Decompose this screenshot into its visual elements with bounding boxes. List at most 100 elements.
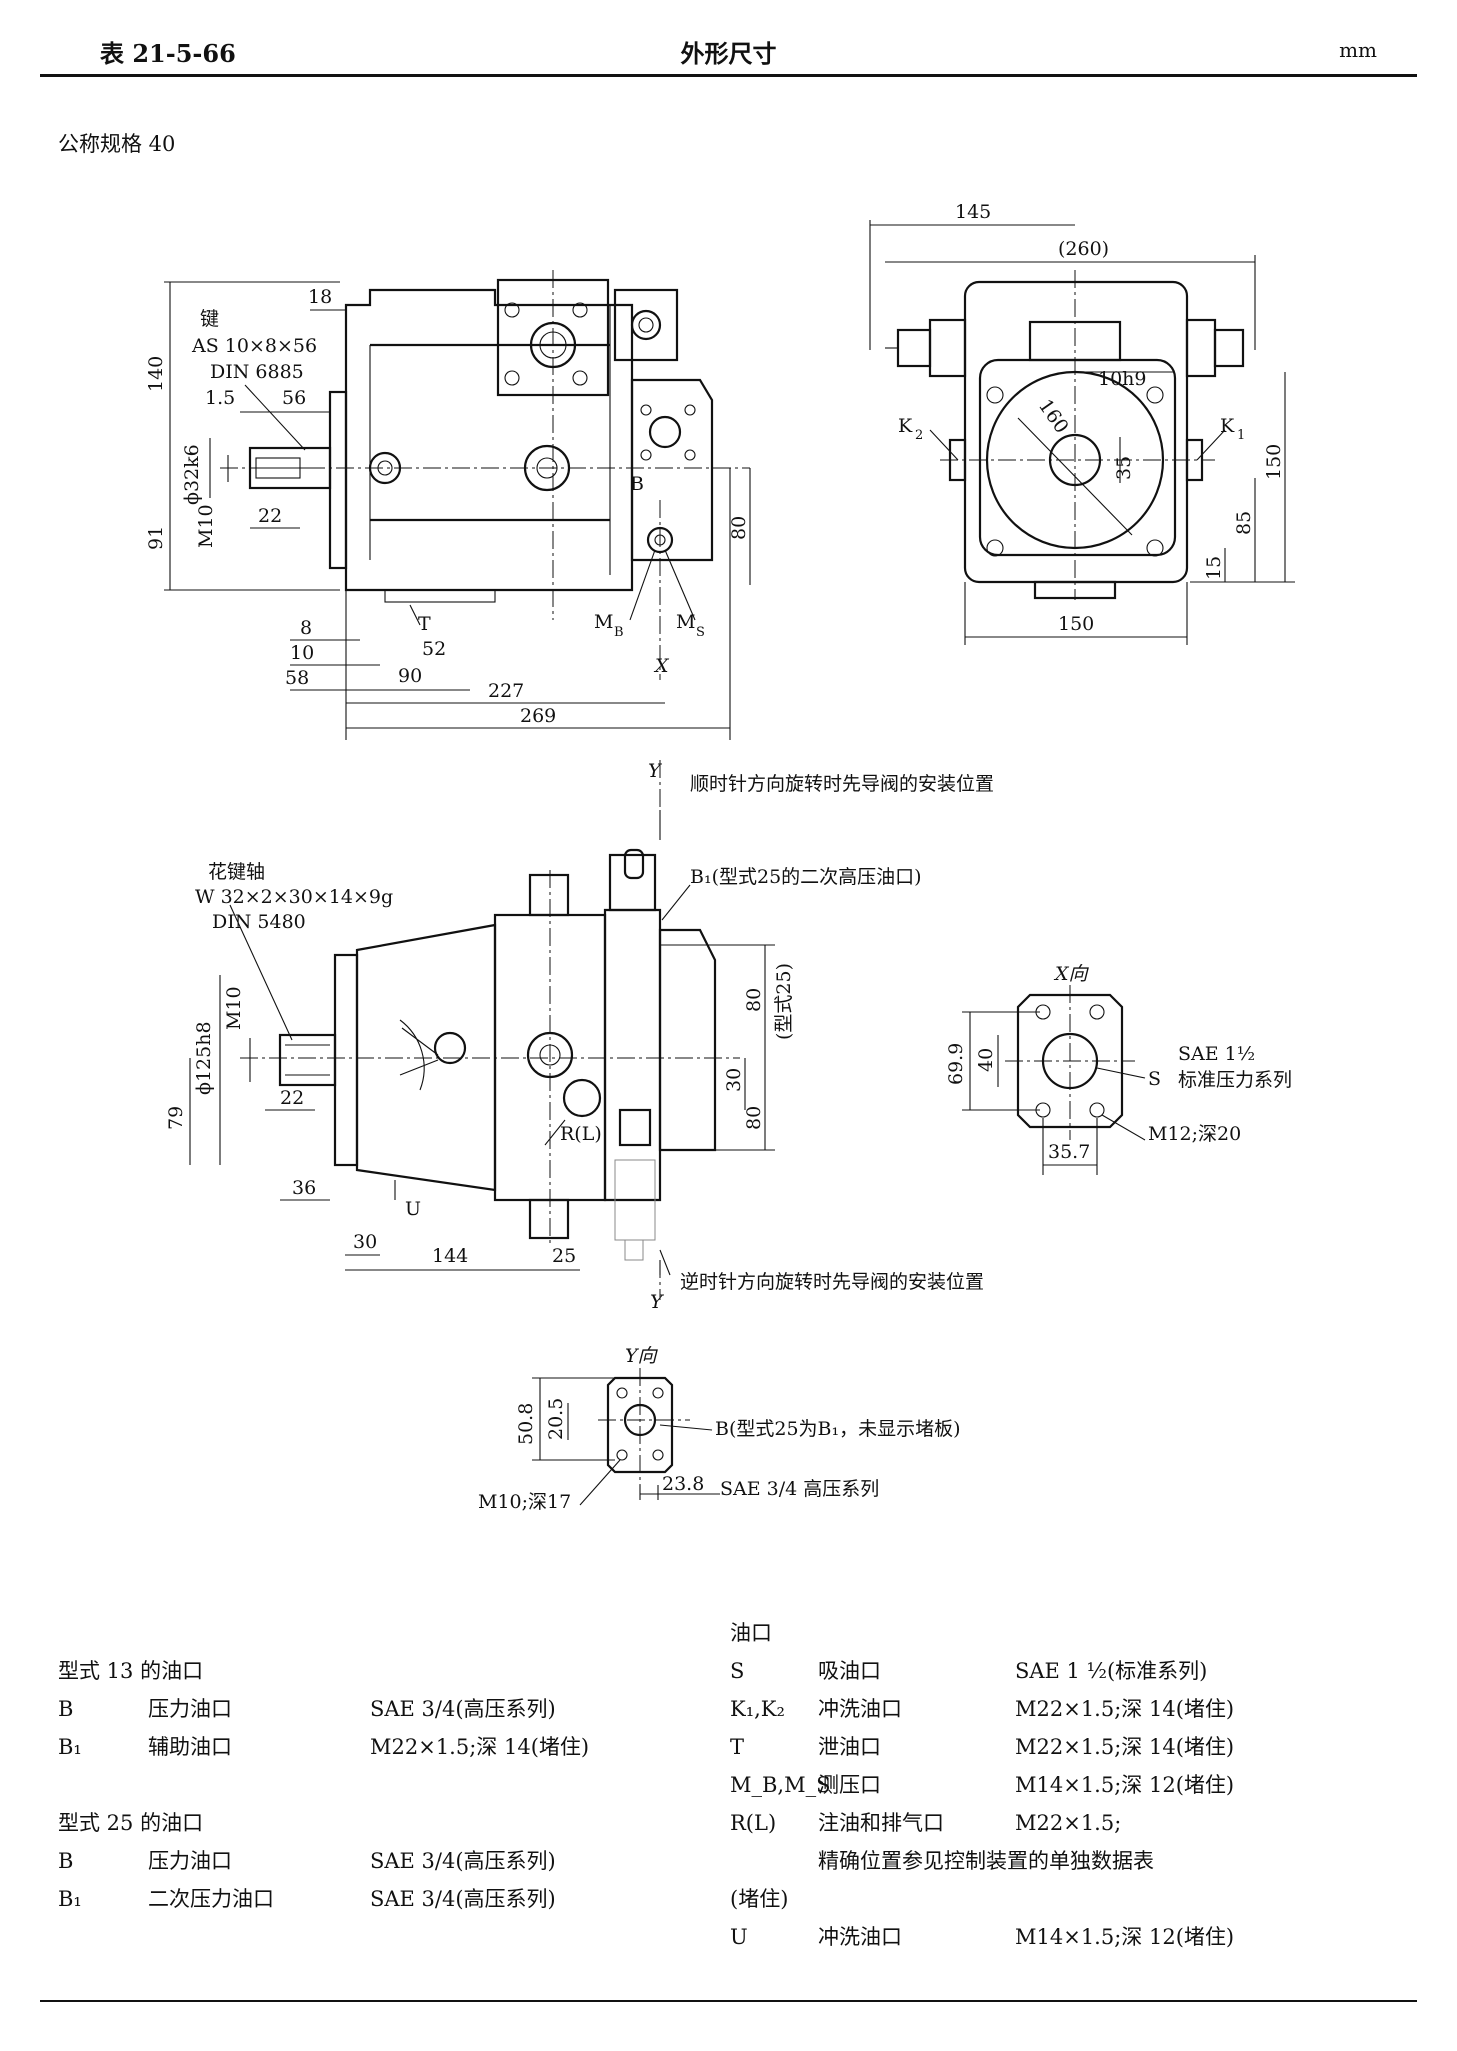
dim-40: 40 [975,1048,997,1072]
type25-note: (型式25) [773,963,795,1040]
dim-30-side: 30 [723,1068,745,1092]
dim-80-top: 80 [743,988,765,1012]
dim-269: 269 [520,705,556,727]
port-code: T [730,1735,745,1759]
port-name: 压力油口 [148,1697,232,1721]
y-b-note: B(型式25为B₁，未显示堵板) [715,1418,961,1440]
dim-15: 15 [1203,556,1225,580]
table-header: 表 21-5-66 外形尺寸 mm [40,30,1417,77]
port-spec: M22×1.5;深 14(堵住) [370,1735,590,1759]
dim-150-v: 150 [1263,444,1285,480]
table-number: 表 21-5-66 [100,39,236,68]
port-spec: SAE 3/4(高压系列) [370,1849,556,1873]
port-name: 注油和排气口 [818,1811,944,1835]
y-view-drawing [532,1368,720,1506]
port-mb-sub: B [614,625,624,640]
port-ms-label: M [676,611,695,633]
port-spec: M14×1.5;深 12(堵住) [1015,1925,1235,1949]
port-k1-label: K [1220,415,1235,437]
port-name: 辅助油口 [148,1735,232,1759]
dim-22: 22 [258,505,282,527]
y-view-title: Y向 [625,1345,659,1367]
table-row: R(L) 注油和排气口 M22×1.5; [730,1804,1420,1842]
port-name: 测压口 [818,1773,881,1797]
port-s-label: S [1148,1068,1161,1090]
x-view-drawing [962,985,1146,1175]
dim-23-8: 23.8 [662,1473,704,1495]
dim-227: 227 [488,680,524,702]
spline-view-labels: 花键轴 W 32×2×30×14×9g DIN 5480 Y 顺时针方向旋转时先… [165,760,994,1313]
key-spec: AS 10×8×56 [191,335,317,357]
dim-80: 80 [728,516,750,540]
dim-30-spline: 30 [353,1231,377,1253]
port-spec: M22×1.5;深 14(堵住) [1015,1697,1235,1721]
dim-260: (260) [1058,238,1109,260]
dim-10: 10 [290,642,314,664]
dim-18: 18 [308,286,332,308]
footer-rule [40,2000,1417,2002]
y-marker-bottom: Y [650,1291,665,1313]
dim-m10: M10 [195,504,217,548]
port-spec: SAE 3/4(高压系列) [370,1887,556,1911]
front-view-labels: 145 (260) 10h9 160 K 2 K 1 35 150 85 15 … [898,201,1285,635]
port-k1-sub: 1 [1237,428,1245,443]
dim-m10-spline: M10 [223,986,245,1030]
port-code: M_B,M_S [730,1773,831,1797]
x-sae-series: 标准压力系列 [1178,1069,1292,1091]
plugged-note: (堵住) [730,1887,789,1911]
port-code: S [730,1659,745,1683]
dim-140: 140 [145,356,167,392]
cw-pilot-position: 顺时针方向旋转时先导阀的安装位置 [690,773,994,795]
b1-port-note: B₁(型式25的二次高压油口) [690,866,922,888]
port-name: 泄油口 [818,1735,881,1759]
y-view-labels: Y向 50.8 20.5 23.8 B(型式25为B₁，未显示堵板) M10;深… [478,1345,961,1513]
left-port-table: 型式 13 的油口 B 压力油口 SAE 3/4(高压系列) B₁ 辅助油口 M… [58,1652,698,1918]
port-k2-label: K [898,415,913,437]
dim-pilot-dia: ϕ125h8 [193,1021,215,1095]
table-row: B 压力油口 SAE 3/4(高压系列) [58,1690,698,1728]
dim-20-5: 20.5 [545,1398,567,1440]
nominal-size: 公称规格 40 [58,132,176,156]
spline-label: 花键轴 [208,861,265,883]
spline-standard: DIN 5480 [212,911,306,933]
x-view-title: X向 [1053,963,1090,985]
port-u-label: U [405,1198,421,1220]
unit-label: mm [1339,38,1377,62]
dim-shaft-dia: ϕ32k6 [181,444,203,505]
control-note: 精确位置参见控制装置的单独数据表 [818,1849,1154,1873]
front-view-drawing [869,220,1295,645]
x-thread: M12;深20 [1148,1123,1241,1145]
spline-spec: W 32×2×30×14×9g [195,886,393,908]
dim-56: 56 [282,387,306,409]
table-row: K₁,K₂ 冲洗油口 M22×1.5;深 14(堵住) [730,1690,1420,1728]
dim-150-h: 150 [1058,613,1094,635]
key-label: 键 [200,308,219,330]
dim-80-bottom: 80 [743,1106,765,1130]
table-row: M_B,M_S 测压口 M14×1.5;深 12(堵住) [730,1766,1420,1804]
table-row: U 冲洗油口 M14×1.5;深 12(堵住) [730,1918,1420,1956]
port-name: 吸油口 [818,1659,881,1683]
port-name: 二次压力油口 [148,1887,274,1911]
dim-22-spline: 22 [280,1087,304,1109]
dim-145: 145 [955,201,991,223]
y-marker-top: Y [648,760,663,782]
dim-79: 79 [165,1106,187,1130]
dim-90: 90 [398,665,422,687]
right-port-table: 油口 S 吸油口 SAE 1 ½(标准系列) K₁,K₂ 冲洗油口 M22×1.… [730,1614,1420,1956]
type13-title: 型式 13 的油口 [58,1659,204,1683]
dim-144: 144 [432,1245,468,1267]
port-code: B [58,1697,74,1721]
port-rl-label: R(L) [560,1123,602,1145]
port-name: 冲洗油口 [818,1925,902,1949]
port-code: B₁ [58,1887,82,1911]
port-mb-label: M [594,611,613,633]
y-thread: M10;深17 [478,1491,571,1513]
table-note-row: 精确位置参见控制装置的单独数据表 [730,1842,1420,1880]
port-spec: SAE 3/4(高压系列) [370,1697,556,1721]
dim-35-7: 35.7 [1048,1141,1090,1163]
side-view-drawing [164,270,751,740]
side-view-labels: 键 AS 10×8×56 DIN 6885 18 140 1.5 56 ϕ32k… [145,286,750,727]
table-title: 外形尺寸 [680,39,777,68]
dim-160: 160 [1034,395,1073,437]
dim-25: 25 [552,1245,576,1267]
